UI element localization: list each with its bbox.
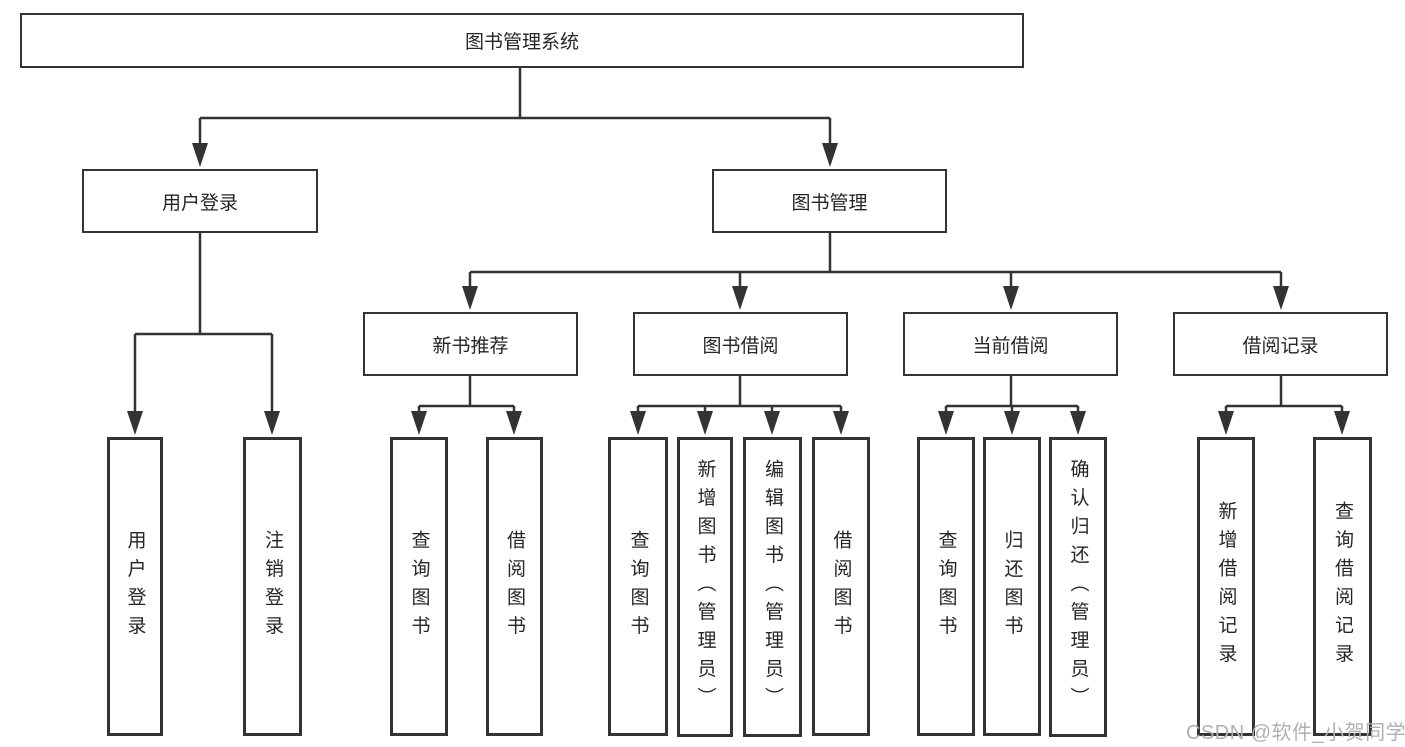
leaf-cb-query-books: 查询图书 bbox=[917, 437, 975, 736]
leaf-bb-query-books: 查询图书 bbox=[608, 437, 668, 736]
edge-root-children bbox=[198, 68, 832, 147]
leaf-bb-borrow-books: 借阅图书 bbox=[812, 437, 870, 736]
edge-user-login-children bbox=[133, 233, 274, 415]
node-borrow-records: 借阅记录 bbox=[1173, 312, 1388, 376]
node-user-login: 用户登录 bbox=[82, 169, 318, 233]
leaf-bb-edit-books-admin: 编辑图书（管理员） bbox=[743, 437, 802, 737]
csdn-watermark: CSDN @软件_小贺同学 bbox=[1186, 722, 1405, 744]
edge-borrow-records-children bbox=[1224, 376, 1344, 414]
leaf-logout: 注销登录 bbox=[243, 437, 302, 736]
node-book-mgmt: 图书管理 bbox=[712, 169, 947, 233]
leaf-bb-add-books-admin: 新增图书（管理员） bbox=[677, 437, 733, 737]
leaf-cb-confirm-return-admin: 确认归还（管理员） bbox=[1049, 437, 1107, 737]
node-book-borrow: 图书借阅 bbox=[633, 312, 848, 376]
leaf-cb-return-books: 归还图书 bbox=[983, 437, 1041, 736]
leaf-user-login: 用户登录 bbox=[107, 437, 163, 736]
edge-new-books-children bbox=[417, 376, 516, 414]
edge-book-mgmt-children bbox=[468, 233, 1283, 290]
edge-book-borrow-children bbox=[636, 376, 843, 414]
leaf-br-add-record: 新增借阅记录 bbox=[1197, 437, 1255, 736]
leaf-br-query-record: 查询借阅记录 bbox=[1313, 437, 1372, 736]
leaf-nb-query-books: 查询图书 bbox=[390, 437, 448, 736]
node-current-borrow: 当前借阅 bbox=[903, 312, 1118, 376]
edge-current-borrow-children bbox=[944, 376, 1080, 414]
node-new-books: 新书推荐 bbox=[363, 312, 578, 376]
leaf-nb-borrow-books: 借阅图书 bbox=[486, 437, 543, 736]
node-root: 图书管理系统 bbox=[20, 13, 1024, 68]
